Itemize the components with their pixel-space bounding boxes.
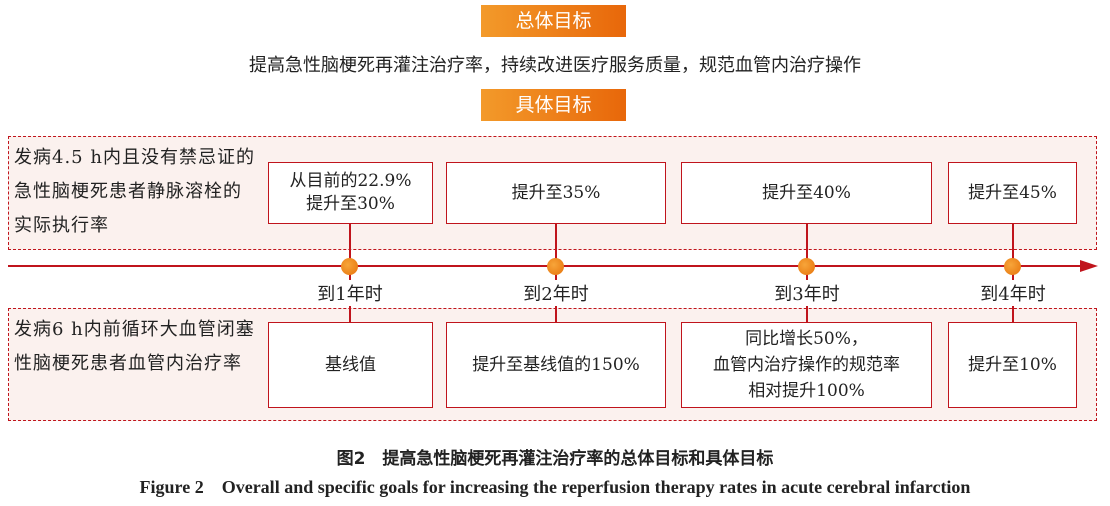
row2-goal-year4: 提升至10% [948, 322, 1077, 408]
row1-goal-year3: 提升至40% [681, 162, 932, 224]
milestone-dot [547, 258, 564, 275]
caption-zh: 图2 提高急性脑梗死再灌注治疗率的总体目标和具体目标 [336, 449, 774, 469]
row1-goal-year2: 提升至35% [446, 162, 666, 224]
row2-label: 发病6 h内前循环大血管闭塞性脑梗死患者血管内治疗率 [14, 319, 255, 374]
row2-goal-year1: 基线值 [268, 322, 433, 408]
overall-goal-text: 提高急性脑梗死再灌注治疗率，持续改进医疗服务质量，规范血管内治疗操作 [249, 55, 861, 76]
milestone-dot [1004, 258, 1021, 275]
row1-goal-year1: 从目前的22.9% 提升至30% [268, 162, 433, 224]
caption-en: Figure 2 Overall and specific goals for … [139, 477, 971, 497]
arrow-icon [1080, 260, 1098, 272]
row1-goal-year4: 提升至45% [948, 162, 1077, 224]
specific-goal-banner: 具体目标 [481, 89, 626, 121]
timeline-label: 到1年时 [290, 280, 410, 306]
timeline-label: 到3年时 [747, 280, 867, 306]
timeline-label: 到4年时 [953, 280, 1073, 306]
milestone-dot [341, 258, 358, 275]
row1-label: 发病4.5 h内且没有禁忌证的急性脑梗死患者静脉溶栓的实际执行率 [14, 147, 255, 236]
milestone-dot [798, 258, 815, 275]
row2-goal-year3: 同比增长50%， 血管内治疗操作的规范率 相对提升100% [681, 322, 932, 408]
overall-goal-banner: 总体目标 [481, 5, 626, 37]
timeline-label: 到2年时 [496, 280, 616, 306]
row2-goal-year2: 提升至基线值的150% [446, 322, 666, 408]
